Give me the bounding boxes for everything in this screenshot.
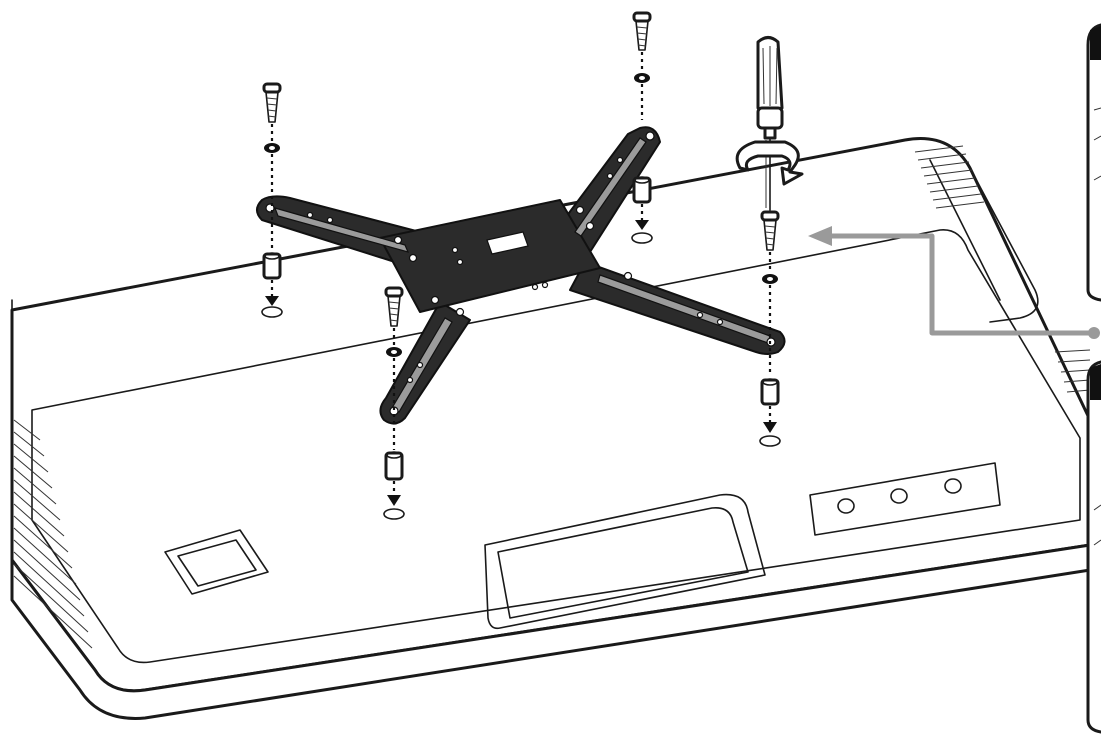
spacer xyxy=(384,451,404,481)
tv-back-panel xyxy=(10,137,1092,720)
rotation-arrow-icon xyxy=(735,140,804,186)
screw xyxy=(384,286,404,327)
spacer xyxy=(262,252,282,280)
power-socket xyxy=(164,529,269,595)
hardware-stack-4 xyxy=(735,36,804,447)
port-panel xyxy=(809,462,1001,536)
pointer-arrow xyxy=(808,226,1100,339)
screw xyxy=(632,11,652,51)
hardware-stack-1 xyxy=(261,82,283,318)
mounting-bracket xyxy=(256,126,786,425)
screw xyxy=(760,210,780,251)
washer xyxy=(634,73,650,83)
mount-hole xyxy=(261,306,283,318)
washer xyxy=(264,143,280,153)
hardware-stack-3 xyxy=(383,286,405,520)
down-arrow-icon xyxy=(387,495,401,506)
vent-grille-right xyxy=(914,145,1091,393)
detail-callout-bottom xyxy=(1086,360,1101,734)
vent-grille-left xyxy=(13,419,93,649)
screw xyxy=(262,82,282,123)
washer xyxy=(386,347,402,357)
mount-hole xyxy=(383,508,405,520)
mount-hole xyxy=(631,232,653,244)
mount-hole xyxy=(759,435,781,447)
hardware-stack-2 xyxy=(631,11,653,244)
arrow-head-icon xyxy=(808,226,832,246)
spacer xyxy=(760,378,780,406)
down-arrow-icon xyxy=(635,220,649,230)
washer xyxy=(762,274,778,284)
down-arrow-icon xyxy=(763,422,777,433)
spacer xyxy=(632,176,652,204)
detail-callout-top xyxy=(1086,23,1101,302)
down-arrow-icon xyxy=(265,296,279,306)
pointer-dot-icon xyxy=(1088,327,1100,339)
handle-recess xyxy=(484,493,766,630)
